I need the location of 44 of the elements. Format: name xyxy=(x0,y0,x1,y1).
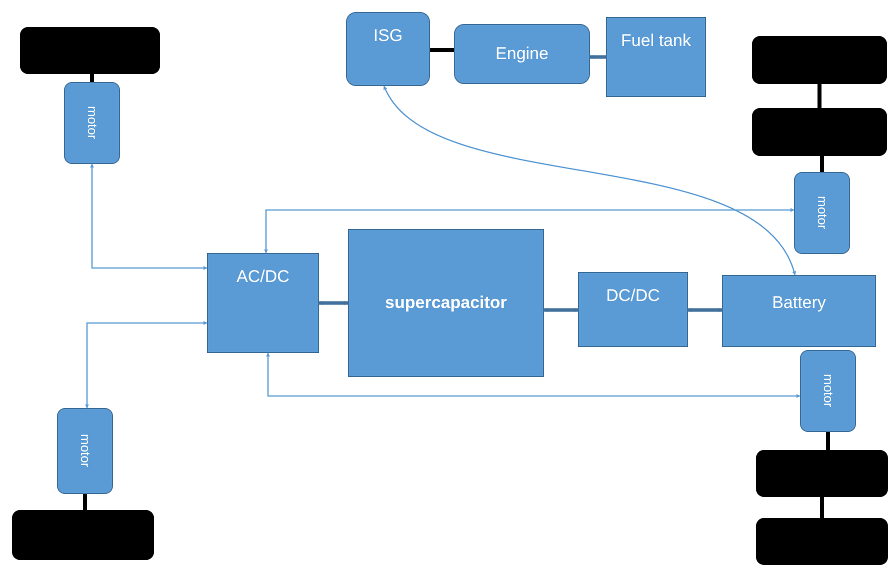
connector-line xyxy=(818,84,822,108)
arrow xyxy=(383,86,796,276)
connector-line xyxy=(820,497,824,518)
arrow xyxy=(85,321,208,408)
node-label: ISG xyxy=(373,25,403,47)
node-label: motor xyxy=(820,374,837,408)
process-box xyxy=(578,272,688,347)
node-label: motor xyxy=(84,106,101,140)
connector-line xyxy=(90,74,94,82)
wheel-block xyxy=(12,510,154,560)
process-box xyxy=(722,275,876,347)
node-label: AC/DC xyxy=(236,266,290,288)
node-label: DC/DC xyxy=(606,285,660,307)
wheel-block xyxy=(756,518,888,565)
arrow xyxy=(688,308,722,312)
node-label: motor xyxy=(76,434,94,468)
motor-box xyxy=(794,172,850,254)
motor-box xyxy=(64,82,120,164)
arrow xyxy=(544,308,578,312)
wheel-block xyxy=(20,27,160,74)
arrow xyxy=(90,164,208,270)
arrow xyxy=(318,301,348,305)
wheel-block xyxy=(752,36,887,84)
connector-line xyxy=(83,494,87,510)
process-box xyxy=(346,12,430,86)
node-label: Fuel tank xyxy=(621,30,691,52)
wheel-block xyxy=(756,450,888,497)
connector-line xyxy=(826,432,830,450)
node-label: Engine xyxy=(496,42,548,65)
process-box xyxy=(207,253,319,353)
motor-box xyxy=(57,408,113,494)
arrow xyxy=(266,352,800,398)
wheel-block xyxy=(752,108,887,156)
connector-line xyxy=(820,156,824,172)
arrow xyxy=(590,55,606,59)
process-box xyxy=(606,17,706,97)
connector-line xyxy=(430,48,454,52)
node-label: supercapacitor xyxy=(385,292,507,314)
motor-box xyxy=(800,350,856,432)
node-label: motor xyxy=(814,196,831,230)
arrow xyxy=(264,208,794,254)
process-box xyxy=(348,229,544,377)
process-box xyxy=(454,24,590,84)
node-label: Battery xyxy=(772,292,826,314)
